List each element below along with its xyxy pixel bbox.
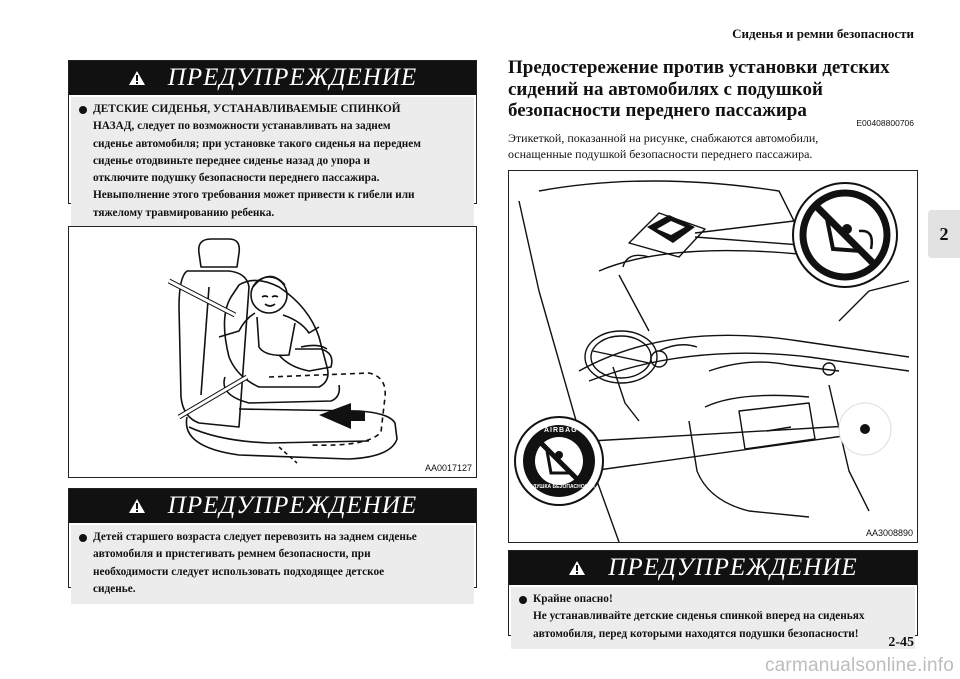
page-number: 2-45 bbox=[888, 635, 914, 650]
warning-line: Не устанавливайте детские сиденья спинко… bbox=[533, 610, 865, 623]
bullet-icon bbox=[79, 106, 87, 114]
warning-body: ДЕТСКИЕ СИДЕНЬЯ, УСТАНАВЛИВАЕМЫЕ СПИНКОЙ… bbox=[71, 97, 474, 229]
warning-line: Невыполнение этого требования может прив… bbox=[93, 189, 415, 202]
warning-triangle-icon bbox=[569, 561, 586, 575]
warning-line: Крайне опасно! bbox=[533, 593, 613, 605]
figure-airbag-label-location: AIRBAG ПОДУШКА БЕЗОПАСНОСТИ AA3008890 bbox=[508, 170, 918, 543]
warning-line: сиденье отодвиньте переднее сиденье наза… bbox=[93, 154, 371, 167]
airbag-label-top-text: AIRBAG bbox=[544, 427, 578, 434]
warning-title: ПРЕДУПРЕЖДЕНИЕ bbox=[167, 492, 418, 519]
warning-text: Детей старшего возраста следует перевози… bbox=[93, 529, 417, 598]
airbag-label-bottom-text: ПОДУШКА БЕЗОПАСНОСТИ bbox=[525, 484, 595, 490]
warning-line: НАЗАД, следует по возможности устанавлив… bbox=[93, 120, 391, 133]
warning-header: ПРЕДУПРЕЖДЕНИЕ bbox=[69, 61, 476, 95]
warning-triangle-icon bbox=[128, 499, 145, 513]
section-title-line: сидений на автомобилях с подушкой bbox=[508, 78, 823, 100]
warning-header: ПРЕДУПРЕЖДЕНИЕ bbox=[509, 551, 917, 585]
warning-line: необходимости следует использовать подхо… bbox=[93, 565, 385, 578]
figure-code: AA0017127 bbox=[424, 463, 472, 473]
bullet-icon bbox=[519, 596, 527, 604]
warning-body: Крайне опасно! Не устанавливайте детские… bbox=[511, 587, 915, 649]
dashboard-illustration bbox=[514, 180, 910, 543]
direction-arrow-icon bbox=[319, 403, 365, 429]
watermark: carmanualsonline.info bbox=[764, 655, 954, 676]
warning-box-airbag: ПРЕДУПРЕЖДЕНИЕ Крайне опасно! Не устанав… bbox=[508, 550, 918, 649]
section-code: E00408800706 bbox=[856, 118, 914, 128]
warning-line: отключите подушку безопасности переднего… bbox=[93, 172, 380, 185]
figure-code: AA3008890 bbox=[865, 528, 913, 538]
child-seat-illustration bbox=[167, 238, 398, 464]
warning-line: тяжелому травмированию ребенка. bbox=[93, 206, 275, 219]
warning-header: ПРЕДУПРЕЖДЕНИЕ bbox=[69, 489, 476, 523]
bullet-icon bbox=[79, 534, 87, 542]
warning-body: Детей старшего возраста следует перевози… bbox=[71, 525, 474, 605]
warning-text: Крайне опасно! Не устанавливайте детские… bbox=[533, 591, 865, 643]
section-title-line: безопасности переднего пассажира bbox=[508, 100, 807, 121]
warning-line: автомобиля и пристегивать ремнем безопас… bbox=[93, 548, 371, 561]
warning-text: ДЕТСКИЕ СИДЕНЬЯ, УСТАНАВЛИВАЕМЫЕ СПИНКОЙ… bbox=[93, 101, 421, 222]
intro-line: Этикеткой, показанной на рисунке, снабжа… bbox=[508, 131, 819, 145]
warning-line: сиденье. bbox=[93, 582, 136, 595]
warning-line: Детей старшего возраста следует перевози… bbox=[93, 531, 417, 543]
warning-title: ПРЕДУПРЕЖДЕНИЕ bbox=[167, 64, 418, 91]
running-header: Сиденья и ремни безопасности bbox=[732, 26, 914, 41]
chapter-number: 2 bbox=[939, 223, 949, 244]
warning-title: ПРЕДУПРЕЖДЕНИЕ bbox=[608, 554, 858, 581]
intro-line: оснащенные подушкой безопасности передне… bbox=[508, 147, 813, 161]
no-child-seat-icon bbox=[792, 182, 898, 288]
warning-line: автомобиля, перед которыми находятся под… bbox=[533, 627, 859, 640]
section-title: Предостережение против установки детских… bbox=[508, 57, 918, 122]
warning-box-rear-facing: ПРЕДУПРЕЖДЕНИЕ ДЕТСКИЕ СИДЕНЬЯ, УСТАНАВЛ… bbox=[68, 60, 477, 229]
chapter-tab: 2 bbox=[928, 210, 960, 258]
airbag-label-icon bbox=[514, 416, 604, 506]
figure-rear-facing-child-seat: AA0017127 bbox=[68, 226, 477, 478]
intro-paragraph: Этикеткой, показанной на рисунке, снабжа… bbox=[508, 130, 918, 162]
section-title-line: Предостережение против установки детских bbox=[508, 57, 890, 78]
warning-triangle-icon bbox=[128, 71, 145, 85]
warning-box-older-children: ПРЕДУПРЕЖДЕНИЕ Детей старшего возраста с… bbox=[68, 488, 477, 605]
warning-line: ДЕТСКИЕ СИДЕНЬЯ, УСТАНАВЛИВАЕМЫЕ СПИНКОЙ bbox=[93, 103, 401, 115]
warning-line: сиденье автомобиля; при установке такого… bbox=[93, 137, 422, 150]
